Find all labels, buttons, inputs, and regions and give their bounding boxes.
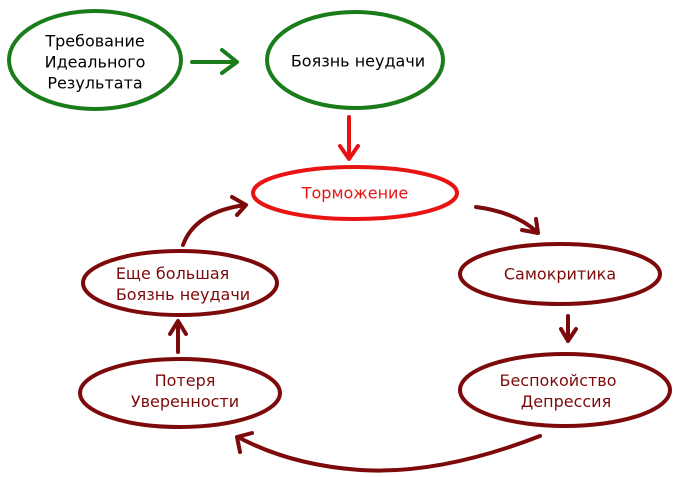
node-selfcrit-ellipse	[458, 242, 662, 306]
node-anxiety-line-2: Депрессия	[520, 392, 612, 411]
arrow-anxiety-to-confidence	[235, 431, 542, 473]
node-fear-label: Боязнь неудачи	[290, 51, 426, 71]
arrow-fear-to-inhibition	[338, 115, 360, 161]
arrow-morefear-to-inhibition	[181, 195, 248, 247]
node-anxiety-label: Беспокойство Депрессия	[499, 370, 616, 412]
node-ideal-ellipse	[7, 9, 183, 111]
node-confidence-line-2: Уверенности	[130, 392, 240, 411]
node-confidence-line-1: Потеря	[154, 371, 216, 390]
node-selfcrit-label: Самокритика	[503, 264, 617, 284]
node-ideal-line-3: Результата	[47, 73, 143, 93]
node-ideal-line-1: Требование	[45, 31, 145, 51]
arrow-ideal-to-fear	[190, 48, 239, 75]
node-morefear-label: Еще большая Боязнь неудачи	[116, 263, 250, 305]
node-ideal-label: Требование Идеального Результата	[45, 31, 146, 94]
arrow-selfcrit-to-anxiety	[559, 314, 578, 343]
node-morefear-line-2: Боязнь неудачи	[115, 285, 251, 304]
arrow-inhibition-to-selfcrit	[474, 205, 540, 235]
node-confidence-label: Потеря Уверенности	[131, 370, 239, 412]
arrow-confidence-to-morefear	[168, 319, 188, 354]
node-anxiety-ellipse	[458, 352, 672, 428]
node-fear-ellipse	[265, 10, 445, 110]
node-morefear-line-1: Еще большая	[115, 264, 230, 283]
node-inhibition-label: Торможение	[301, 183, 409, 203]
node-ideal-line-2: Идеального	[44, 52, 146, 72]
node-morefear-ellipse	[81, 249, 279, 317]
node-anxiety-line-1: Беспокойство	[499, 371, 617, 390]
node-confidence-ellipse	[78, 357, 282, 429]
node-inhibition-ellipse	[251, 165, 459, 221]
